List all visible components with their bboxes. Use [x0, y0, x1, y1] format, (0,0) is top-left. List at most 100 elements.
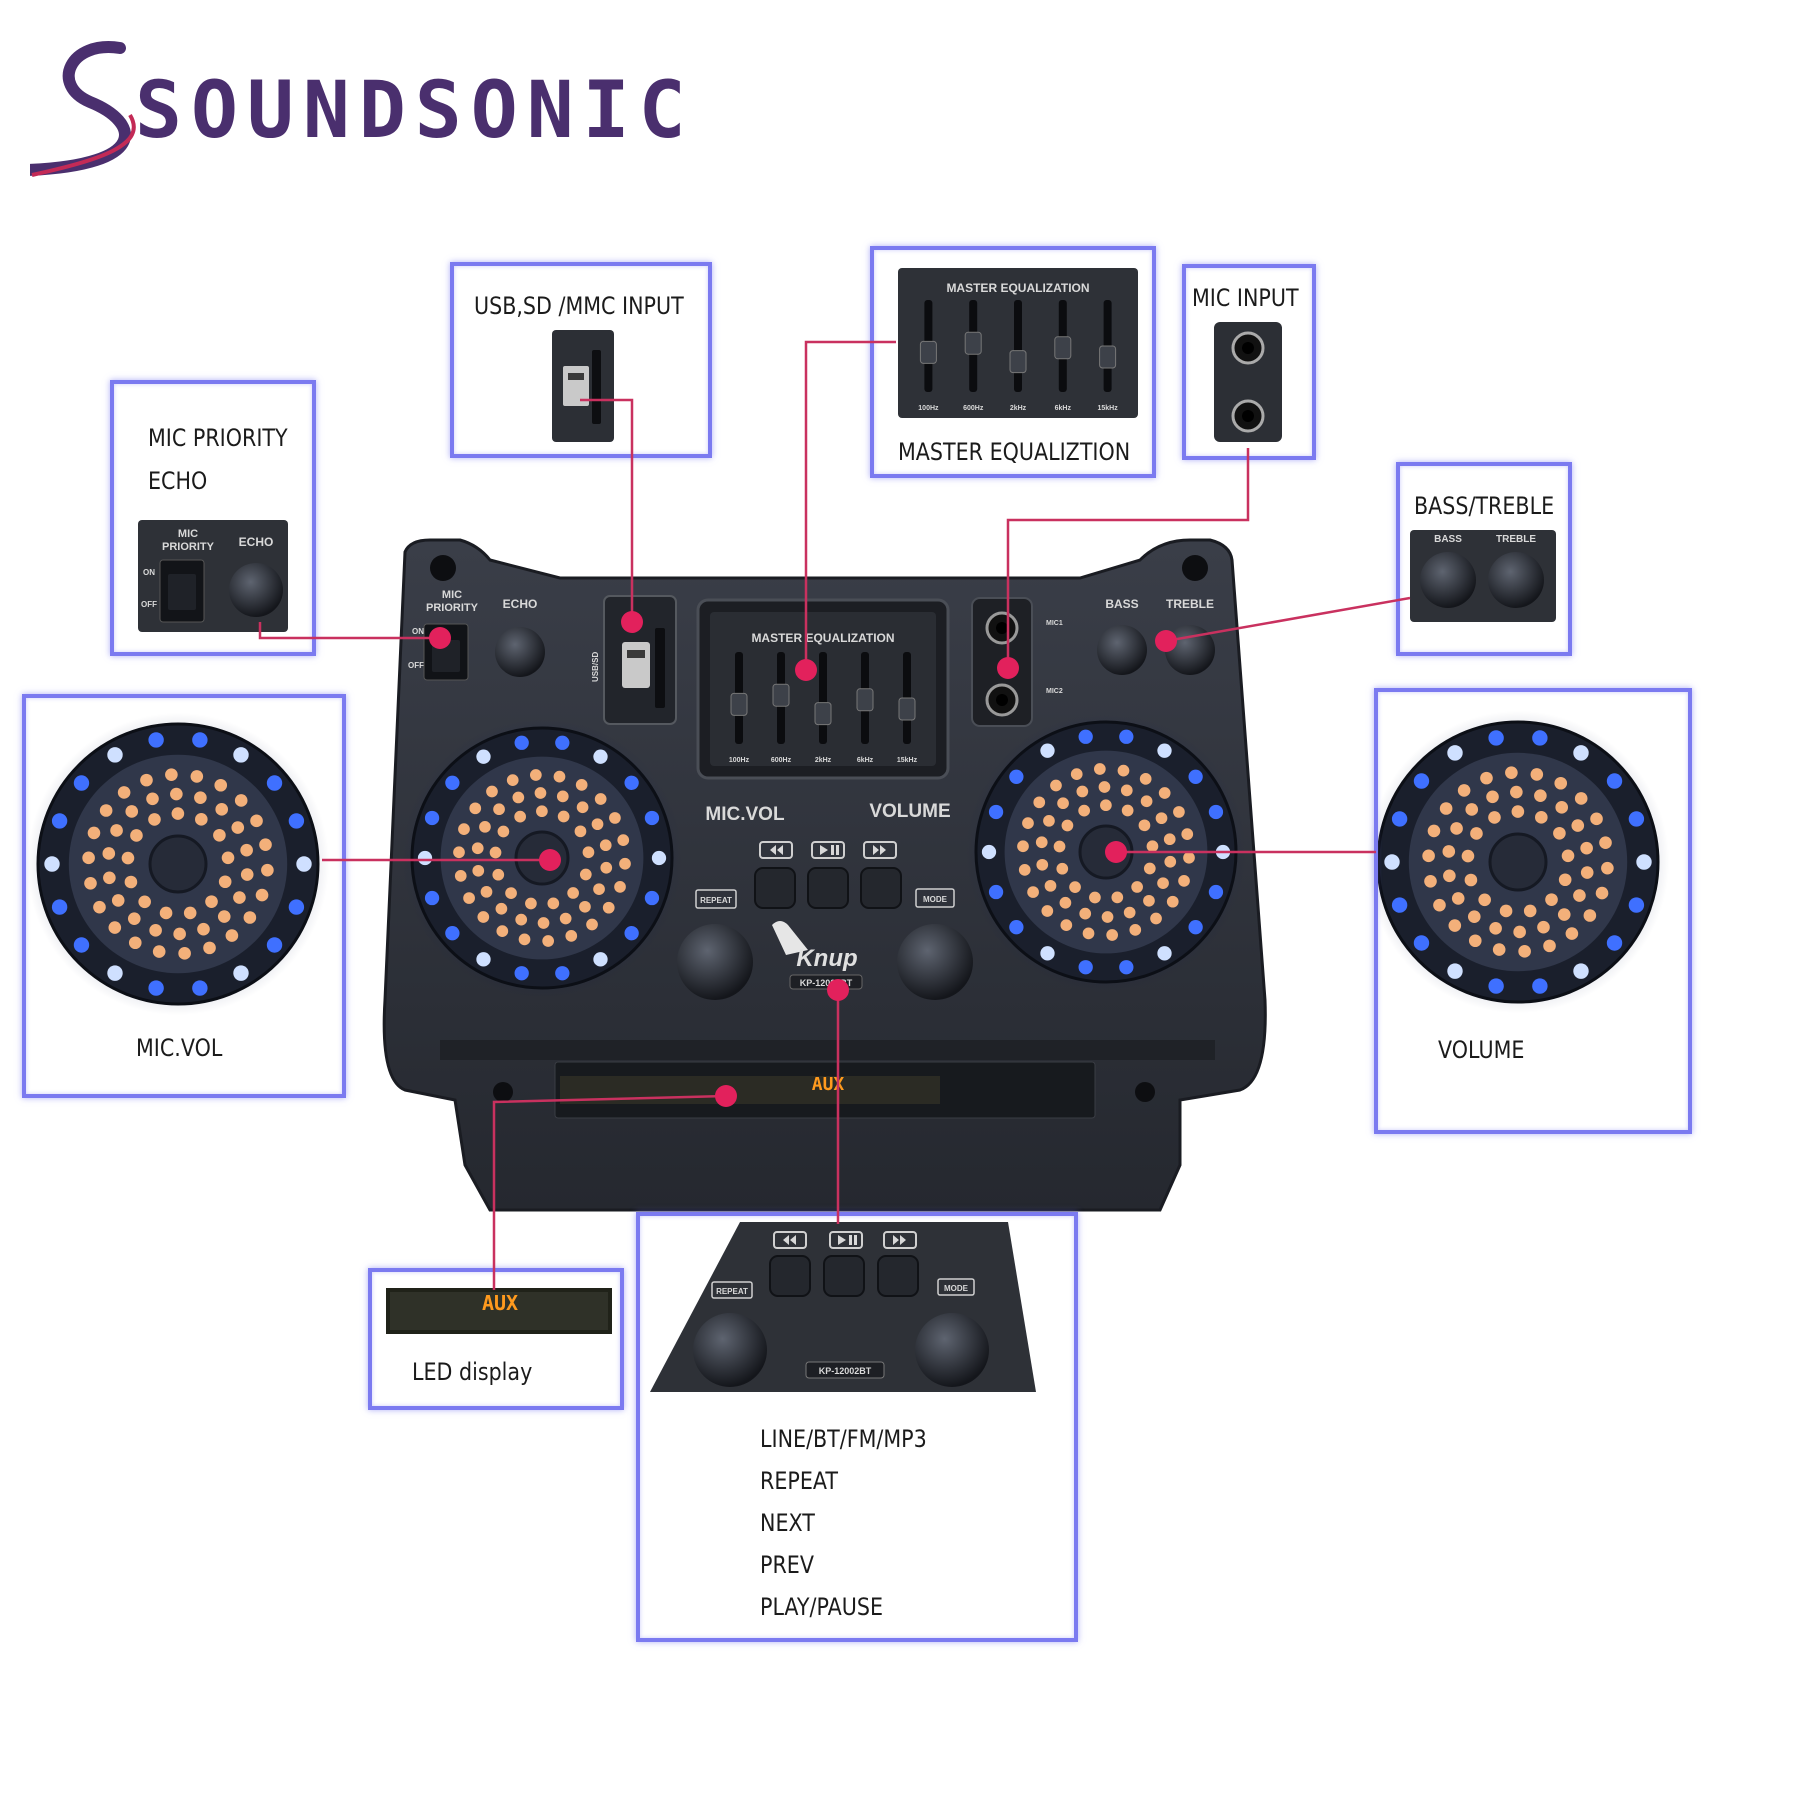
inset-model-number: KP-12002BT: [819, 1366, 872, 1376]
grille-hole: [1044, 879, 1057, 892]
grille-hole: [471, 842, 484, 855]
grille-hole: [1143, 894, 1155, 907]
eq-slider-knob[interactable]: [1099, 345, 1117, 369]
grille-hole: [259, 838, 272, 852]
grille-hole: [1467, 910, 1481, 923]
grille-hole: [1155, 812, 1168, 825]
grille-hole: [574, 825, 587, 838]
callout-mic-vol: MIC.VOL: [22, 694, 346, 1098]
led-dot-icon: [1188, 920, 1203, 935]
eq-slider-knob[interactable]: [964, 331, 982, 355]
led-dot-icon: [1532, 730, 1548, 746]
grille-hole: [1489, 922, 1502, 935]
brand-logo-text: SOUNDSONIC: [135, 66, 695, 156]
usb-port[interactable]: [622, 642, 650, 688]
grille-hole: [234, 794, 248, 807]
grille-hole: [1513, 925, 1526, 939]
eq-slider-knob[interactable]: [730, 692, 748, 716]
eq-slider-knob[interactable]: [919, 340, 937, 364]
callout-mic-priority-title: MIC PRIORITY: [148, 424, 288, 452]
grille-hole: [534, 787, 547, 799]
led-dot-icon: [1009, 920, 1024, 935]
grille-hole: [593, 883, 605, 896]
grille-hole: [1093, 763, 1106, 775]
grille-hole: [1027, 886, 1039, 898]
led-dot-icon: [1628, 811, 1645, 827]
brand-badge-icon: [772, 921, 808, 955]
grille-hole: [497, 825, 510, 838]
eq-slider-knob[interactable]: [772, 683, 790, 707]
play-pause-button[interactable]: [807, 867, 849, 909]
grille-hole: [1033, 796, 1046, 809]
grille-hole: [602, 901, 615, 914]
mode-volume-knob[interactable]: [897, 924, 973, 1000]
led-dot-icon: [73, 937, 90, 953]
grille-hole: [1178, 875, 1190, 887]
panel-label-volume: VOLUME: [869, 801, 950, 822]
led-dot-icon: [288, 899, 305, 915]
callout-echo-title: ECHO: [148, 467, 208, 495]
eq-slider-knob[interactable]: [898, 697, 916, 721]
grille-hole: [1106, 929, 1119, 941]
grille-hole: [138, 895, 151, 909]
sd-slot[interactable]: [655, 628, 665, 708]
grille-hole: [1035, 836, 1048, 849]
repeat-mic-vol-knob[interactable]: [677, 924, 753, 1000]
callout-mic-vol-title: MIC.VOL: [136, 1034, 223, 1062]
callout-bass-treble-title: BASS/TREBLE: [1414, 492, 1555, 520]
next-button[interactable]: [860, 867, 902, 909]
grille-hole: [493, 803, 505, 816]
led-dot-icon: [555, 735, 570, 750]
led-dot-icon: [593, 749, 608, 764]
bass-knob[interactable]: [1097, 625, 1147, 675]
led-dot-icon: [51, 813, 68, 829]
volume-inset-woofer: [1366, 710, 1670, 1014]
grille-hole: [1089, 891, 1101, 904]
grille-hole: [1486, 790, 1499, 804]
eq-band-label: 600Hz: [963, 405, 984, 412]
grille-hole: [1111, 891, 1124, 904]
eq-slider-knob[interactable]: [856, 688, 874, 712]
led-dot-icon: [1157, 743, 1172, 758]
panel-label-mic2: MIC2: [1046, 688, 1063, 695]
grille-hole: [149, 924, 162, 937]
grille-hole: [1561, 849, 1575, 863]
treble-knob[interactable]: [1165, 625, 1215, 675]
led-dot-icon: [148, 980, 164, 996]
grille-hole: [614, 881, 626, 893]
grille-hole: [1098, 781, 1111, 793]
grille-hole: [1076, 785, 1089, 798]
eq-slider-knob[interactable]: [1054, 336, 1072, 360]
inset-label-off: OFF: [141, 600, 157, 609]
mode-line: REPEAT: [760, 1467, 839, 1495]
grille-hole: [458, 823, 470, 835]
eq-band-label: 2kHz: [1010, 405, 1027, 412]
grille-hole: [617, 834, 630, 846]
led-dot-icon: [1447, 745, 1463, 761]
callout-mode: [636, 1212, 1078, 1642]
prev-button[interactable]: [754, 867, 796, 909]
panel-label-mode: MODE: [923, 895, 948, 904]
echo-knob[interactable]: [495, 627, 545, 677]
grille-hole: [1439, 802, 1453, 815]
panel-label-on: ON: [412, 627, 424, 636]
brand-logo: SOUNDSONIC: [22, 30, 686, 190]
grille-hole: [1499, 904, 1513, 918]
led-dot-icon: [988, 804, 1004, 820]
eq-slider-knob[interactable]: [814, 702, 832, 726]
grille-hole: [1022, 817, 1034, 829]
screw-hole: [1182, 555, 1208, 581]
mode-line: PREV: [760, 1551, 814, 1579]
grille-hole: [217, 910, 231, 923]
grille-hole: [173, 927, 186, 941]
grille-hole: [1120, 784, 1133, 797]
led-dot-icon: [555, 966, 570, 981]
eq-band-label: 6kHz: [1055, 405, 1072, 412]
grille-hole: [1056, 862, 1069, 875]
grille-hole: [1146, 840, 1159, 853]
eq-slider-knob[interactable]: [1009, 350, 1027, 374]
grille-hole: [599, 839, 612, 852]
grille-hole: [215, 803, 229, 816]
speaker-woofer-left: [401, 717, 683, 999]
eq-slider-track[interactable]: [819, 652, 827, 744]
